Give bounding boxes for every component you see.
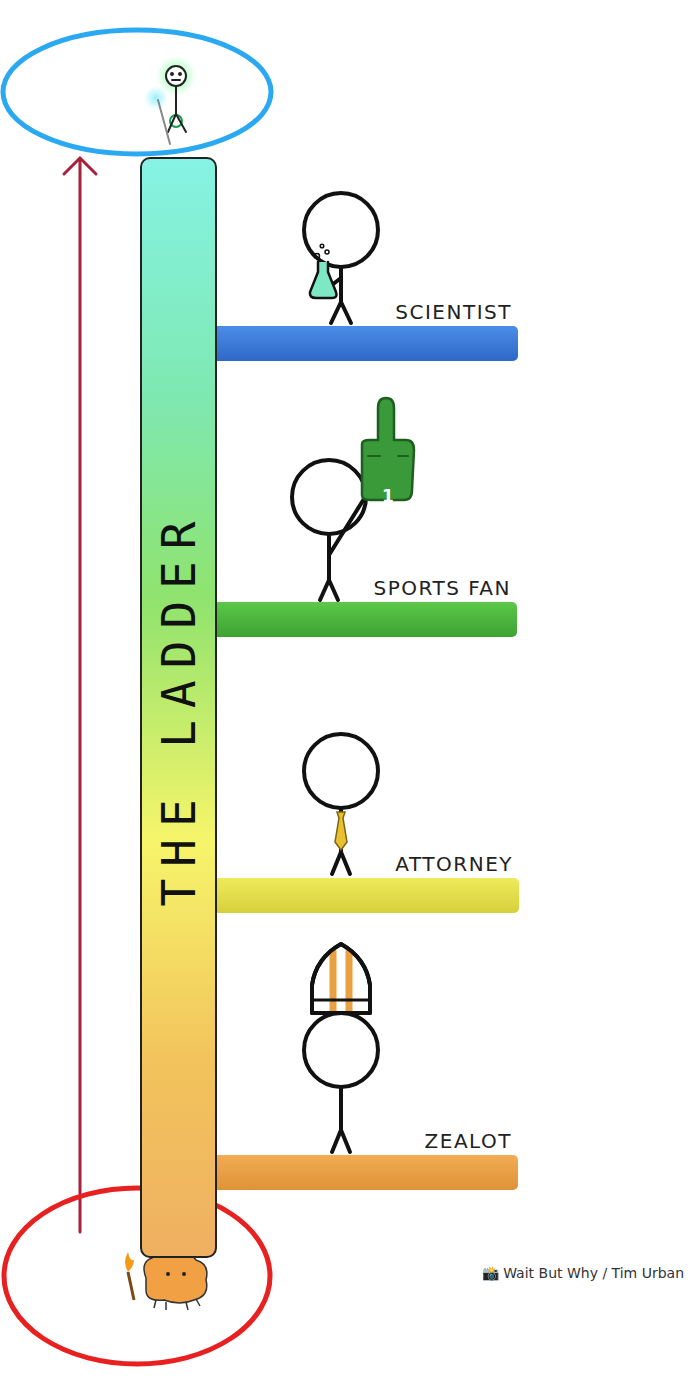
shelf-bar [217, 1155, 518, 1190]
attorney-shelf: ATTORNEY [217, 841, 519, 913]
shelf-bar [217, 326, 518, 361]
level-label: ATTORNEY [395, 852, 513, 876]
level-label: SPORTS FAN [373, 576, 511, 600]
attorney-figure [304, 734, 378, 874]
sports-fan-figure [292, 398, 414, 600]
enlightened-figure [144, 56, 196, 144]
upward-arrow [64, 158, 96, 1232]
scientist-figure [304, 193, 378, 323]
level-label: SCIENTIST [395, 300, 512, 324]
ladder-bar: THE LADDER [140, 157, 217, 1258]
zealot-shelf: ZEALOT [217, 1118, 518, 1190]
ladder-title: THE LADDER [152, 509, 206, 906]
shelf-bar [217, 878, 519, 913]
sports-fan-shelf: SPORTS FAN [217, 565, 517, 637]
primitive-creature [125, 1252, 207, 1310]
scientist-shelf: SCIENTIST [217, 290, 518, 361]
foam-finger-number: 1 [382, 486, 394, 506]
bottom-ellipse [4, 1188, 270, 1364]
credit-watermark: 📸 Wait But Why / Tim Urban [482, 1265, 684, 1281]
level-label: ZEALOT [425, 1129, 512, 1153]
top-ellipse [3, 30, 271, 154]
zealot-figure [304, 944, 378, 1152]
shelf-bar [217, 602, 517, 637]
